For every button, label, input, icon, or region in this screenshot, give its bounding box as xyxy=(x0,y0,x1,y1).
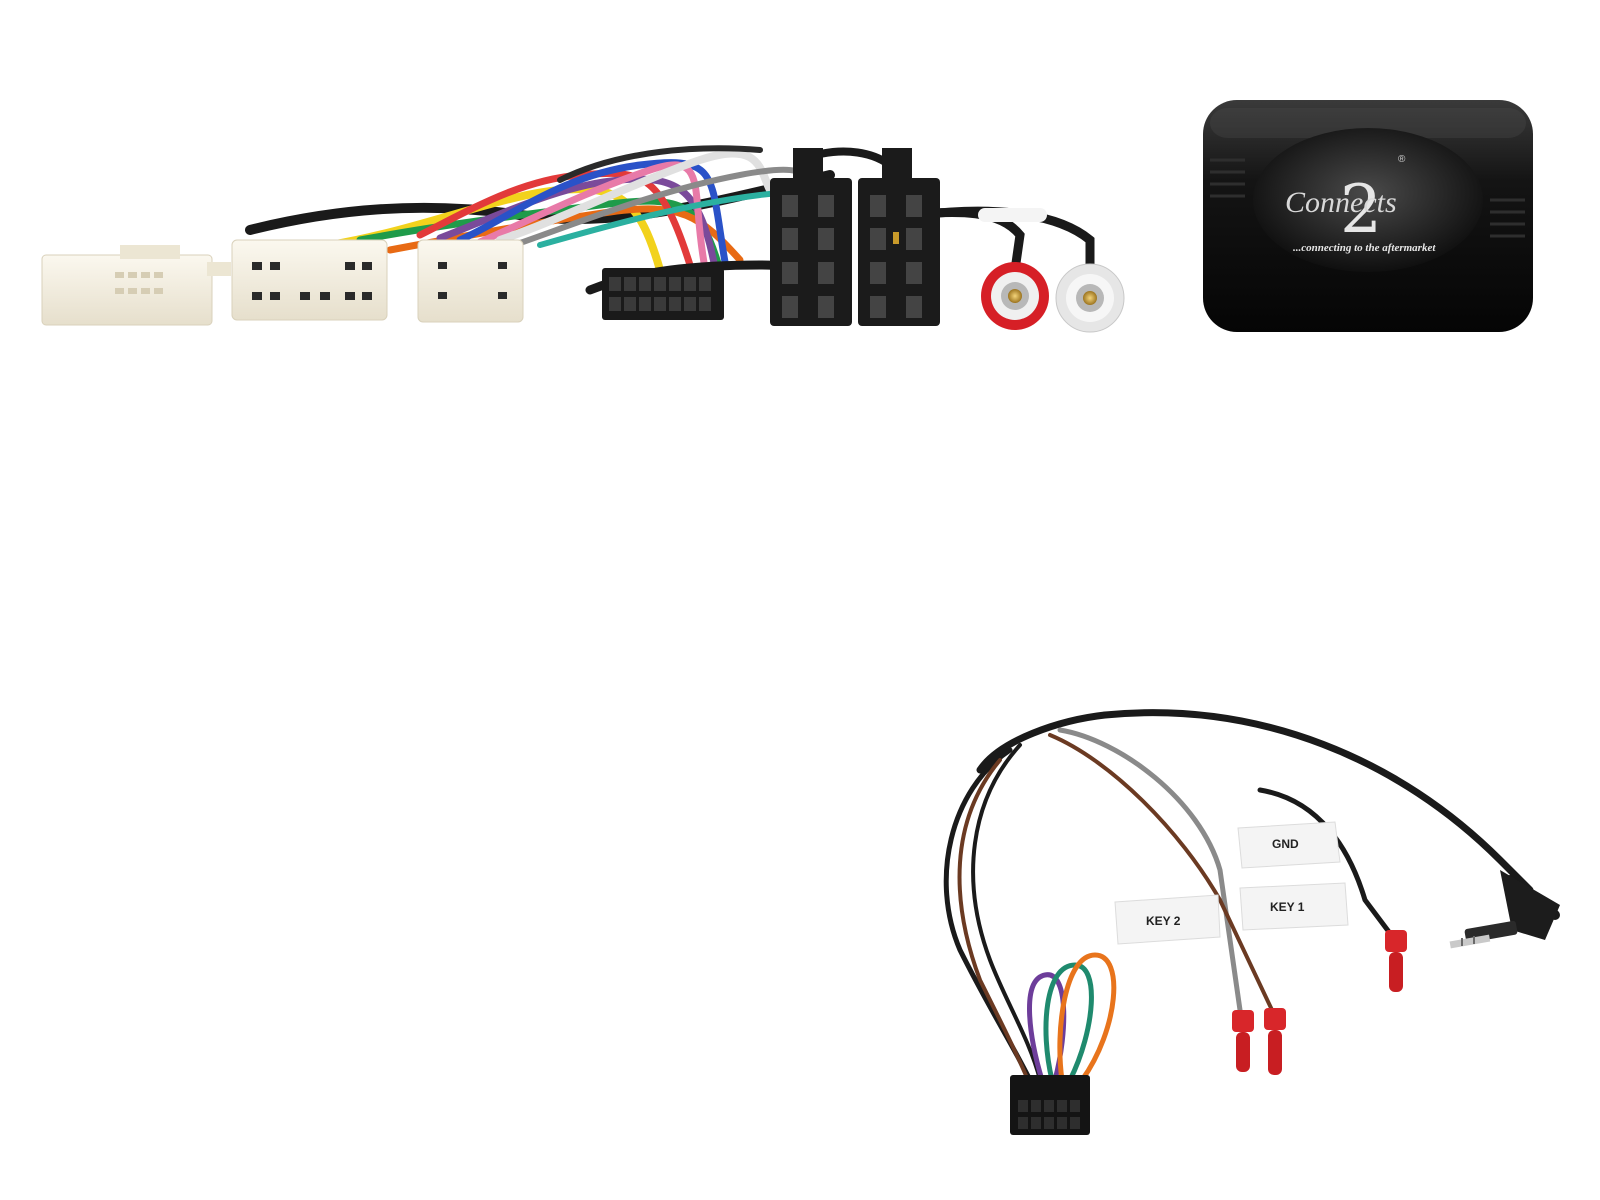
tag-label-key2: KEY 2 xyxy=(1146,914,1181,928)
logo-registered-mark: ® xyxy=(1398,154,1406,165)
iso-connector-power xyxy=(770,148,852,326)
rca-plug-red xyxy=(981,262,1049,330)
interface-module: 2 Connects ® ...connecting to the afterm… xyxy=(1203,100,1533,332)
iso-connector-speaker xyxy=(858,148,940,326)
vehicle-harness xyxy=(41,145,1125,333)
logo-digit: 2 xyxy=(1340,171,1382,248)
wire-tag-key2: KEY 2 xyxy=(1114,894,1221,945)
bullet-terminal-key1 xyxy=(1264,1008,1286,1075)
brand-logo: 2 Connects ® ...connecting to the afterm… xyxy=(1285,154,1436,254)
logo-wordmark: Connects xyxy=(1285,186,1397,219)
wire-tag-gnd: GND xyxy=(1237,821,1341,869)
wire-tag-key1: KEY 1 xyxy=(1239,882,1349,931)
white-connector-medium xyxy=(231,239,388,321)
tag-label-key1: KEY 1 xyxy=(1270,900,1305,914)
bullet-terminal-gnd xyxy=(1385,930,1407,992)
black-16pin-connector xyxy=(602,268,724,320)
tag-label-gnd: GND xyxy=(1272,837,1299,851)
logo-tagline: ...connecting to the aftermarket xyxy=(1293,242,1436,254)
white-connector-large xyxy=(41,245,213,326)
rca-plug-white xyxy=(1055,263,1125,333)
bullet-terminal-key2 xyxy=(1232,1010,1254,1072)
wire-connector-block xyxy=(1010,1075,1090,1135)
audio-jack-plug xyxy=(1449,870,1560,949)
white-connector-small xyxy=(417,239,524,323)
